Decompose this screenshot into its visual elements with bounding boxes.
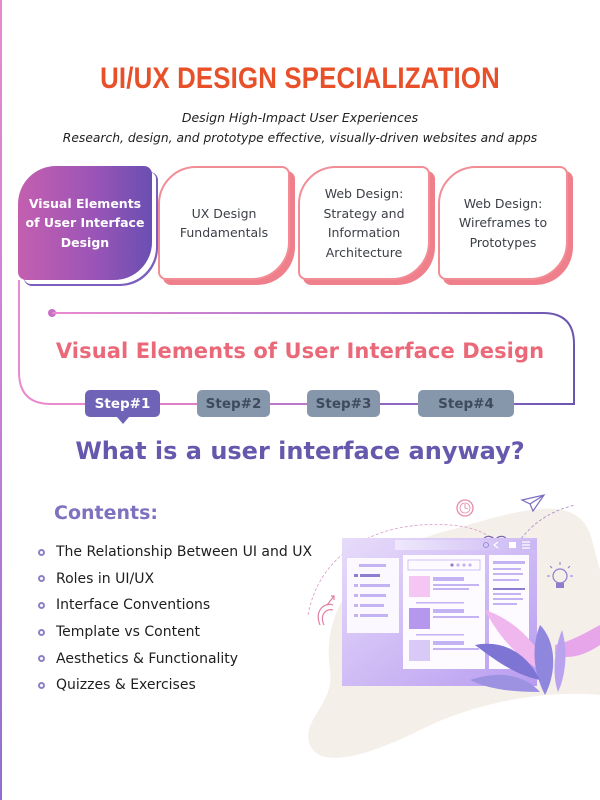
ui-design-illustration (307, 494, 600, 758)
lightbulb-icon (547, 562, 573, 588)
subtitle-tagline: Design High-Impact User Experiences (181, 110, 419, 125)
course-card-visual-elements[interactable]: Visual Elements of User Interface Design (18, 166, 152, 280)
list-item: Template vs Content (38, 619, 312, 646)
paper-plane-icon (520, 494, 546, 513)
course-card-ux-fundamentals[interactable]: UX Design Fundamentals (158, 166, 290, 280)
list-item: Aesthetics & Functionality (38, 645, 312, 672)
bullet-ring-icon (38, 681, 45, 689)
plant-leaves (470, 610, 600, 695)
share-icon (493, 541, 499, 549)
contents-list: The Relationship Between UI and UX Roles… (38, 539, 312, 699)
course-card-strategy-ia[interactable]: Web Design: Strategy and Information Arc… (298, 166, 430, 280)
step-1-button[interactable]: Step#1 (85, 390, 160, 424)
course-card-wireframes-prototypes[interactable]: Web Design: Wireframes to Prototypes (438, 166, 568, 280)
step-2-button[interactable]: Step#2 (197, 390, 270, 417)
browser-search-bar (395, 540, 537, 550)
left-accent-rule (0, 0, 2, 800)
list-item: Interface Conventions (38, 592, 312, 619)
bullet-ring-icon (38, 575, 45, 583)
clock-icon (456, 499, 474, 517)
list-item: The Relationship Between UI and UX (38, 539, 312, 566)
menu-icon (522, 541, 530, 549)
bullet-ring-icon (38, 548, 45, 556)
list-item: Roles in UI/UX (38, 566, 312, 593)
target-arrow-icon (317, 595, 335, 626)
course-card-label: Web Design: Wireframes to Prototypes (458, 195, 548, 250)
contents-heading: Contents: (54, 502, 159, 524)
subtitle-description: Research, design, and prototype effectiv… (62, 131, 538, 145)
bullet-ring-icon (38, 601, 45, 609)
step-3-button[interactable]: Step#3 (307, 390, 380, 417)
course-card-label: UX Design Fundamentals (179, 205, 269, 241)
chat-icon (509, 542, 516, 548)
bullet-ring-icon (38, 655, 45, 663)
page-title: UI/UX DESIGN SPECIALIZATION (100, 62, 500, 95)
list-item: Quizzes & Exercises (38, 672, 312, 699)
bullet-ring-icon (38, 628, 45, 636)
course-card-label: Web Design: Strategy and Information Arc… (323, 186, 405, 260)
section-title: Visual Elements of User Interface Design (55, 339, 545, 363)
search-icon (483, 542, 489, 548)
course-card-label: Visual Elements of User Interface Design (25, 195, 145, 250)
step-4-button[interactable]: Step#4 (418, 390, 514, 417)
question-heading: What is a user interface anyway? (75, 437, 525, 465)
